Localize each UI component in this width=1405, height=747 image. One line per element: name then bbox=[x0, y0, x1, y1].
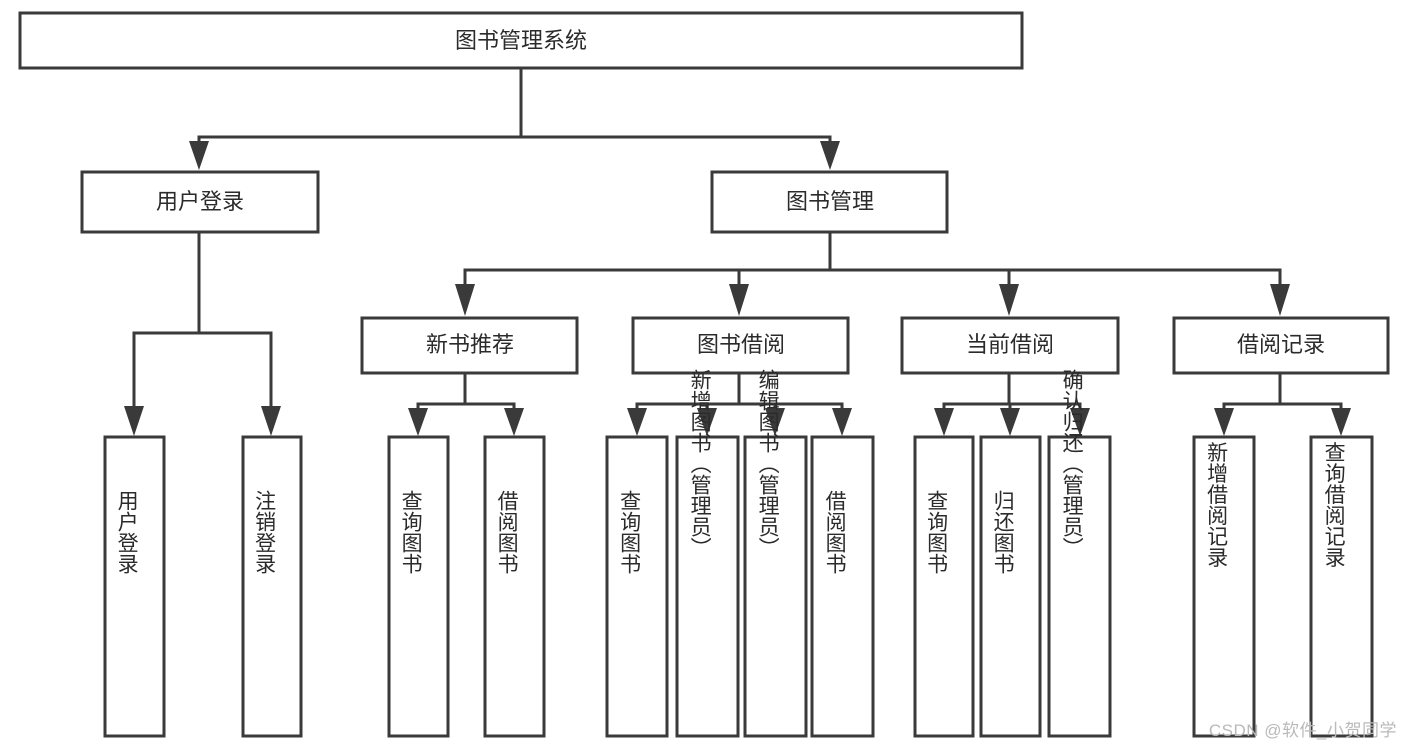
connector-group-current-borrow bbox=[934, 371, 1090, 436]
arrow-to-leaf-confirm-return bbox=[1070, 408, 1090, 436]
leaf-borrow-book-2-box[interactable] bbox=[810, 435, 875, 738]
connector-group-borrow-record bbox=[1214, 371, 1351, 436]
node-user-login-box[interactable] bbox=[80, 170, 320, 234]
leaf-query-book-3-box[interactable] bbox=[913, 435, 975, 738]
leaf-return-book-box[interactable] bbox=[979, 435, 1042, 738]
leaf-query-book-1-label: 查询图书 bbox=[399, 490, 423, 574]
leaf-edit-book-box[interactable] bbox=[743, 435, 808, 738]
arrow-to-leaf-edit-book bbox=[765, 408, 785, 436]
csdn-watermark: CSDN @软件_小贺同学 bbox=[1208, 721, 1397, 740]
leaf-query-record-label: 查询借阅记录 bbox=[1322, 442, 1346, 568]
connector-group-user-login bbox=[124, 230, 281, 436]
node-new-book-recommend-label: 新书推荐 bbox=[426, 332, 514, 357]
arrow-to-leaf-query-book-2 bbox=[627, 408, 647, 436]
leaf-add-book[interactable]: 新增图书（管理员） bbox=[675, 369, 740, 738]
connector-group-book-borrow bbox=[627, 371, 852, 436]
arrow-to-leaf-logout bbox=[261, 406, 281, 436]
leaf-user-login[interactable]: 用户登录 bbox=[103, 435, 166, 738]
leaf-borrow-book-2[interactable]: 借阅图书 bbox=[810, 435, 875, 738]
leaf-logout-box[interactable] bbox=[241, 435, 303, 738]
leaf-confirm-return[interactable]: 确认归还（管理员） bbox=[1047, 369, 1112, 738]
arrow-to-leaf-return-book bbox=[1000, 408, 1020, 436]
leaf-borrow-book-1-label: 借阅图书 bbox=[495, 490, 519, 574]
arrow-to-leaf-user-login bbox=[124, 406, 144, 436]
connector-group-root bbox=[189, 66, 840, 170]
leaf-borrow-book-1[interactable]: 借阅图书 bbox=[483, 435, 546, 738]
leaf-user-login-box[interactable] bbox=[103, 435, 166, 738]
leaf-query-record[interactable]: 查询借阅记录 bbox=[1309, 435, 1374, 738]
leaf-return-book[interactable]: 归还图书 bbox=[979, 435, 1042, 738]
arrow-to-new-book-recommend bbox=[455, 284, 475, 316]
leaf-edit-book-label: 编辑图书（管理员） bbox=[756, 369, 780, 558]
leaf-add-book-label: 新增图书（管理员） bbox=[688, 369, 712, 558]
leaf-borrow-book-2-label: 借阅图书 bbox=[823, 490, 847, 574]
leaf-logout-label: 注销登录 bbox=[253, 490, 277, 574]
node-current-borrow-box[interactable] bbox=[900, 316, 1120, 375]
arrow-to-current-borrow bbox=[999, 284, 1019, 316]
leaf-query-book-2-box[interactable] bbox=[605, 435, 669, 738]
leaf-confirm-return-label: 确认归还（管理员） bbox=[1060, 369, 1084, 558]
node-new-book-recommend-box[interactable] bbox=[360, 316, 579, 375]
arrow-to-leaf-borrow-book-1 bbox=[504, 408, 524, 436]
node-book-borrow-label: 图书借阅 bbox=[697, 332, 785, 357]
connector-group-book-management bbox=[455, 230, 1290, 316]
leaf-query-book-3[interactable]: 查询图书 bbox=[913, 435, 975, 738]
node-borrow-record[interactable]: 借阅记录 bbox=[1172, 316, 1390, 375]
connector-group-new-book-recommend bbox=[408, 371, 524, 436]
arrow-to-leaf-query-book-1 bbox=[408, 408, 428, 436]
node-book-borrow-box[interactable] bbox=[631, 316, 850, 375]
leaf-add-record-label: 新增借阅记录 bbox=[1205, 442, 1229, 568]
arrow-to-leaf-borrow-book-2 bbox=[832, 408, 852, 436]
node-book-management-label: 图书管理 bbox=[786, 189, 874, 214]
node-user-login-label: 用户登录 bbox=[156, 189, 244, 214]
node-root-label: 图书管理系统 bbox=[455, 28, 587, 53]
node-book-borrow[interactable]: 图书借阅 bbox=[631, 316, 850, 375]
leaf-logout[interactable]: 注销登录 bbox=[241, 435, 303, 738]
node-current-borrow[interactable]: 当前借阅 bbox=[900, 316, 1120, 375]
leaf-add-book-box[interactable] bbox=[675, 435, 740, 738]
leaf-add-record[interactable]: 新增借阅记录 bbox=[1192, 435, 1256, 738]
leaf-query-book-1[interactable]: 查询图书 bbox=[387, 435, 450, 738]
node-borrow-record-box[interactable] bbox=[1172, 316, 1390, 375]
leaf-query-book-2[interactable]: 查询图书 bbox=[605, 435, 669, 738]
node-root-box[interactable] bbox=[18, 11, 1024, 70]
node-book-management[interactable]: 图书管理 bbox=[710, 170, 949, 234]
leaf-edit-book[interactable]: 编辑图书（管理员） bbox=[743, 369, 808, 738]
node-book-management-box[interactable] bbox=[710, 170, 949, 234]
leaf-confirm-return-box[interactable] bbox=[1047, 435, 1112, 738]
node-user-login[interactable]: 用户登录 bbox=[80, 170, 320, 234]
arrow-to-leaf-add-record bbox=[1214, 408, 1234, 436]
leaf-query-book-3-label: 查询图书 bbox=[925, 490, 949, 574]
arrow-to-user-login bbox=[189, 141, 209, 170]
leaf-query-book-1-box[interactable] bbox=[387, 435, 450, 738]
node-borrow-record-label: 借阅记录 bbox=[1237, 332, 1325, 357]
leaf-borrow-book-1-box[interactable] bbox=[483, 435, 546, 738]
leaf-return-book-label: 归还图书 bbox=[991, 490, 1015, 574]
leaf-query-record-box[interactable] bbox=[1309, 435, 1374, 738]
arrow-to-leaf-add-book bbox=[697, 408, 717, 436]
leaf-user-login-label: 用户登录 bbox=[115, 490, 139, 574]
node-new-book-recommend[interactable]: 新书推荐 bbox=[360, 316, 579, 375]
arrow-to-book-management bbox=[820, 141, 840, 170]
arrow-to-leaf-query-record bbox=[1331, 408, 1351, 436]
leaf-add-record-box[interactable] bbox=[1192, 435, 1256, 738]
node-current-borrow-label: 当前借阅 bbox=[966, 332, 1054, 357]
arrow-to-book-borrow bbox=[729, 284, 749, 316]
node-root[interactable]: 图书管理系统 bbox=[18, 11, 1024, 70]
arrow-to-borrow-record bbox=[1270, 284, 1290, 316]
leaf-query-book-2-label: 查询图书 bbox=[618, 490, 642, 574]
arrow-to-leaf-query-book-3 bbox=[934, 408, 954, 436]
